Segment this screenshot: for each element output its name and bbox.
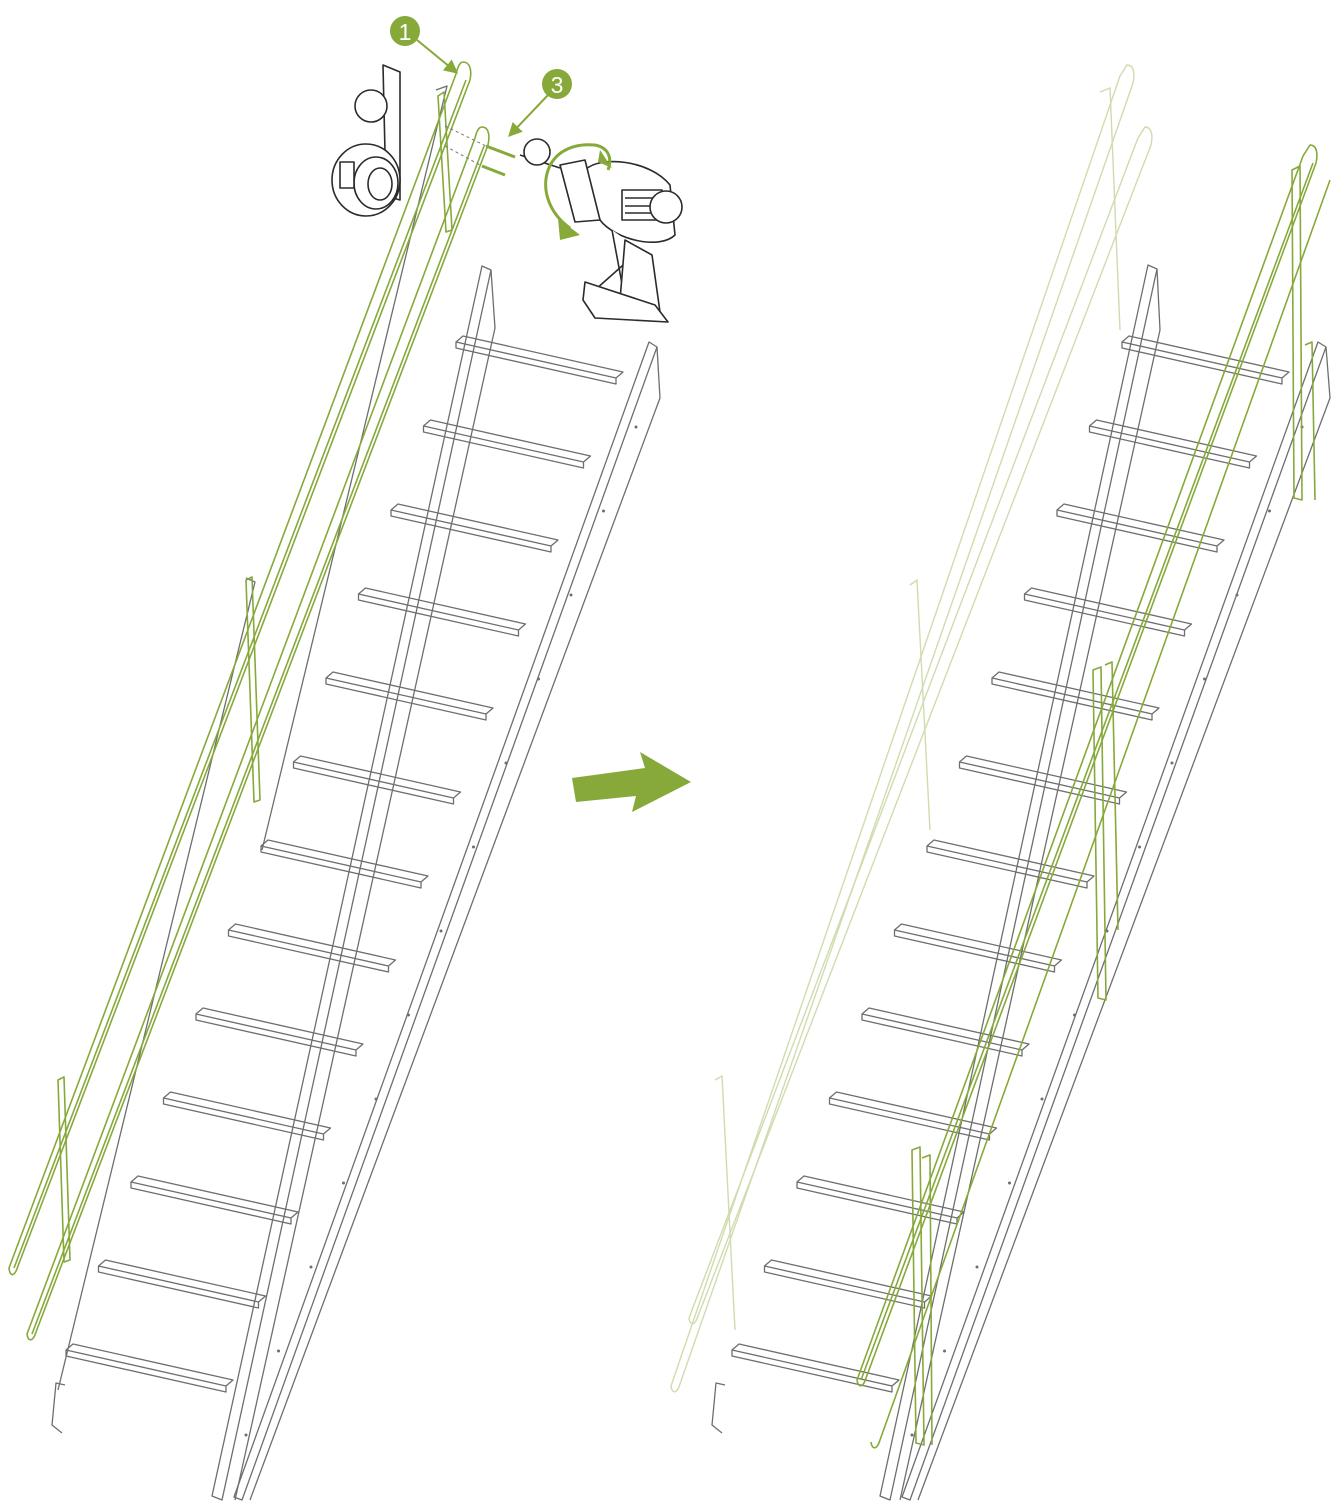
left-stair-treads (66, 336, 623, 1392)
stair-tread (895, 924, 1062, 972)
stair-tread (294, 756, 461, 804)
screw-hole (537, 678, 540, 681)
screw-hole (911, 1434, 914, 1437)
stair-tread (1025, 588, 1192, 636)
bit-callout-label: 1 (532, 143, 543, 164)
drill-icon: 5 1 (520, 139, 682, 322)
screw-hole (245, 1434, 248, 1437)
screw-hole (1106, 930, 1109, 933)
stair-tread (927, 840, 1094, 888)
stair-tread (1090, 420, 1257, 468)
stair-tread (424, 420, 591, 468)
stair-tread (66, 1344, 233, 1392)
screw-hole (1041, 1098, 1044, 1101)
screw-hole (505, 762, 508, 765)
stair-tread (359, 588, 526, 636)
stair-tread (830, 1092, 997, 1140)
screw-hole (1171, 762, 1174, 765)
callout-part-3-label: 3 (551, 72, 564, 98)
stair-tread (456, 336, 623, 384)
callout-part-1: 1 (390, 16, 456, 72)
right-screw-holes (911, 426, 1304, 1437)
drill-callout-label: 5 (660, 195, 673, 221)
screw-hole (1138, 846, 1141, 849)
stair-tread (391, 504, 558, 552)
screw-hole (943, 1350, 946, 1353)
tape-measure-icon: 8 (332, 65, 400, 216)
right-staircase (712, 265, 1330, 1500)
screw-hole (635, 426, 638, 429)
screw-hole (602, 510, 605, 513)
left-staircase (52, 266, 660, 1500)
ghost-handrails (671, 65, 1152, 1392)
right-stair-treads (732, 336, 1289, 1392)
screw-hole (407, 1014, 410, 1017)
screw-hole (1008, 1182, 1011, 1185)
screw-hole (375, 1098, 378, 1101)
screw-hole (440, 930, 443, 933)
screw-hole (976, 1266, 979, 1269)
screw-hole (570, 594, 573, 597)
stair-tread (229, 924, 396, 972)
screw-hole (472, 846, 475, 849)
callout-part-1-label: 1 (399, 19, 412, 45)
screw-hole (1236, 594, 1239, 597)
stair-tread (261, 840, 428, 888)
arrow-right-icon (572, 752, 691, 812)
left-screw-holes (245, 426, 638, 1437)
stair-tread (196, 1008, 363, 1056)
screw-hole (342, 1182, 345, 1185)
stair-tread (732, 1344, 899, 1392)
stair-tread (1122, 336, 1289, 384)
stair-tread (99, 1260, 266, 1308)
screw-hole (1268, 510, 1271, 513)
screw-hole (310, 1266, 313, 1269)
screw-hole (277, 1350, 280, 1353)
tape-callout-label: 8 (365, 94, 378, 120)
screw-hole (1203, 678, 1206, 681)
left-handrails (9, 62, 489, 1340)
screw-hole (1073, 1014, 1076, 1017)
